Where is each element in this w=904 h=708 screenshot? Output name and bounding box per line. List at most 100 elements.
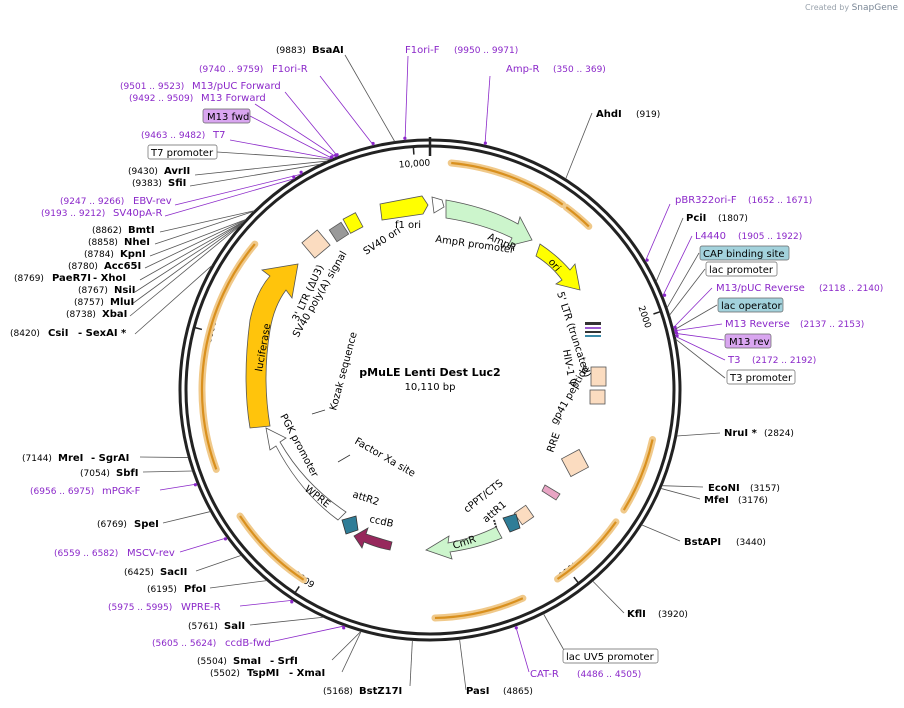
ltr5-stripe [585, 335, 601, 337]
wpre-pgk-arrow [265, 427, 347, 521]
t3-promoter-box [726, 369, 796, 385]
primer-site-dot [292, 175, 296, 179]
primer-pos-ccdb-fwd: (5605 .. 5624) [152, 639, 216, 649]
leader-line [229, 139, 333, 160]
primer-site-dot [674, 331, 679, 335]
primer-site-dot [673, 325, 677, 329]
leader-line [284, 91, 339, 157]
leader-line [249, 616, 324, 626]
enzyme-pos-pcii: (1807) [718, 214, 748, 224]
primer-f1ori-f: F1ori-F [405, 45, 440, 56]
enzyme-nrui: NruI * [724, 428, 758, 439]
t3-promoter-label: T3 promoter [729, 373, 793, 384]
gp41-peptide-arrow [541, 484, 561, 501]
kozak-leader [311, 409, 326, 415]
enzyme-pfoi: PfoI [184, 584, 206, 595]
enzyme-srfi: - SrfI [270, 656, 298, 667]
leader-line [641, 524, 681, 542]
leader-line [565, 112, 593, 179]
leader-line [209, 580, 267, 589]
primer-site-dot [403, 136, 407, 140]
rre-label: RRE [545, 431, 562, 454]
enzyme-pos-sbfi: (7054) [80, 469, 110, 479]
ltr5-segment [585, 322, 601, 337]
attr2-label: attR2 [351, 489, 380, 508]
leader-line [174, 173, 303, 206]
enzyme-pos-bstapi: (3440) [736, 538, 766, 548]
orf-arc-line [622, 439, 654, 511]
cmr-arrow [425, 526, 503, 560]
leader-line [331, 631, 362, 661]
primer-pos-ebv-rev: (9247 .. 9266) [60, 197, 124, 207]
enzyme-ahdi: AhdI [596, 109, 622, 120]
leader-line [144, 219, 246, 269]
enzyme-sali: SalI [224, 621, 245, 632]
enzyme-avrii: AvrII [164, 166, 190, 177]
t7-promoter-label: T7 promoter [150, 148, 214, 159]
enzyme-pos-bstz17i: (5168) [323, 687, 353, 697]
ltr5-stripe [585, 327, 601, 329]
lac-operator-box [717, 297, 784, 313]
primer-site-dot [645, 258, 649, 262]
orf-arc-line [556, 521, 617, 580]
leader-line [669, 268, 706, 316]
cap-binding-site-label: CAP binding site [703, 249, 785, 260]
leader-line [674, 335, 726, 361]
leader-line [645, 203, 671, 262]
leader-line [249, 115, 333, 159]
enzyme-pos-tspmi: (5502) [210, 669, 240, 679]
ampr-arrow [445, 199, 533, 247]
leader-line [269, 625, 345, 643]
leader-line [660, 488, 701, 500]
enzyme-bstapi: BstAPI [684, 537, 721, 548]
enzyme-xhoi: - XhoI [93, 273, 126, 284]
ltr5-stripe [585, 322, 601, 325]
leader-line [484, 75, 491, 146]
enzyme-nsii: NsiI [114, 285, 135, 296]
primer-site-dot [290, 600, 294, 604]
leader-line [319, 75, 374, 146]
enzyme-mlui: MluI [110, 297, 134, 308]
luciferase-arrow [245, 263, 299, 429]
leader-line [675, 338, 726, 379]
enzyme-pos-xbai: (8738) [66, 310, 96, 320]
plasmid-size: 10,110 bp [405, 382, 456, 393]
tick-mark [412, 146, 415, 155]
leader-line [149, 219, 246, 257]
ori-arrow [535, 243, 581, 291]
f1-ori-arrow [379, 195, 429, 221]
leader-line [662, 235, 693, 297]
leader-line [139, 220, 245, 281]
cap-binding-site-box [699, 245, 790, 261]
enzyme-pos-csii: (8420) [10, 329, 40, 339]
leader-line [142, 470, 193, 473]
enzyme-pasi: PasI [466, 686, 489, 697]
primer-site-dot [662, 293, 667, 297]
enzyme-pos-bmti: (8862) [92, 226, 122, 236]
primer-l4440: L4440 [695, 231, 726, 242]
primer-site-dot [514, 626, 518, 630]
primer-ebv-rev: EBV-rev [133, 196, 172, 207]
enzyme-sbfi: SbfI [116, 468, 138, 479]
primer-site-dot [675, 334, 679, 338]
primer-pos-mpgk-f: (6956 .. 6975) [30, 487, 94, 497]
m13-rev-label: M13 rev [729, 337, 770, 348]
primer-f1ori-r: F1ori-R [272, 64, 308, 75]
enzyme-pos-sali: (5761) [188, 622, 218, 632]
lac-uv5-promoter-label: lac UV5 promoter [566, 652, 655, 663]
leader-line [515, 625, 530, 673]
enzyme-econi: EcoNI [708, 483, 740, 494]
primer-pos-f1ori-f: (9950 .. 9971) [454, 46, 518, 56]
enzyme-pos-sfii: (9383) [132, 179, 162, 189]
enzyme-sexai: - SexAI * [78, 328, 127, 339]
enzyme-mfei: MfeI [704, 495, 729, 506]
hiv-psi-box-2 [589, 389, 606, 405]
enzyme-kpni: KpnI [120, 249, 146, 260]
factor-xa-label: Factor Xa site [353, 436, 417, 480]
rre-box [560, 448, 590, 478]
enzyme-pos-econi: (3157) [750, 484, 780, 494]
primer-amp-r: Amp-R [506, 64, 540, 75]
enzyme-xbai: XbaI [102, 309, 127, 320]
enzyme-pos-avrii: (9430) [128, 167, 158, 177]
leader-line [409, 640, 413, 687]
